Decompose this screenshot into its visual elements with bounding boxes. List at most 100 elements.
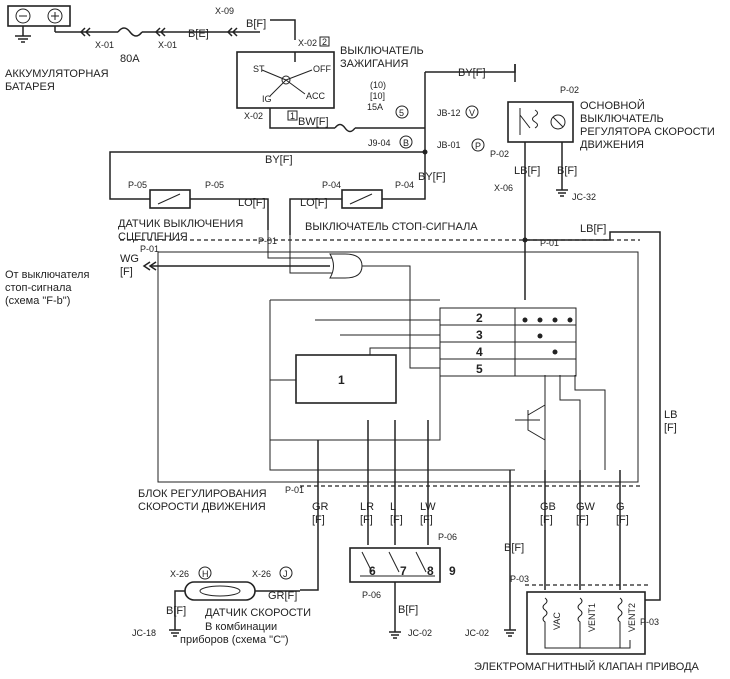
- connector-p04a: P-04: [322, 180, 341, 190]
- wire-gw-f: [F]: [576, 514, 589, 526]
- connector-x06: X-06: [494, 183, 513, 193]
- connector-x09: X-09: [215, 6, 234, 16]
- wire-byf3: BY[F]: [418, 171, 446, 183]
- connector-p01c: P-01: [540, 238, 559, 248]
- wire-g-f: [F]: [616, 514, 629, 526]
- wire-wg-f: [F]: [120, 266, 133, 278]
- unit-row-4: 4: [476, 345, 483, 359]
- ignition-switch: [236, 51, 335, 116]
- wire-bf1: B[F]: [246, 18, 266, 30]
- clutch-sensor: [149, 189, 191, 209]
- connector-jc32: JC-32: [572, 192, 596, 202]
- unit-row-3: 3: [476, 328, 483, 342]
- pos-off: OFF: [313, 64, 331, 74]
- wire-be: B[E]: [188, 28, 209, 40]
- pos-acc: ACC: [306, 91, 326, 101]
- switch-9: 9: [449, 564, 456, 578]
- wire-gb-f: [F]: [540, 514, 553, 526]
- connector-x02b: X-02: [244, 111, 263, 121]
- valve-vent2: VENT2: [627, 603, 637, 632]
- stop-switch: [341, 189, 383, 209]
- wire-l-f: [F]: [390, 514, 403, 526]
- wire-gr-f: [F]: [312, 514, 325, 526]
- switch-8: 8: [427, 564, 434, 578]
- valve-vac: VAC: [552, 612, 562, 630]
- wire-lw: LW: [420, 501, 436, 513]
- switch-6: 6: [369, 564, 376, 578]
- wire-bf-d: B[F]: [166, 605, 186, 617]
- connector-p05a: P-05: [128, 180, 147, 190]
- wire-gw: GW: [576, 501, 596, 513]
- connector-p03a: P-03: [510, 574, 529, 584]
- wire-lb-a: LB[F]: [514, 165, 540, 177]
- unit-row-5: 5: [476, 362, 483, 376]
- wire-byf1: BY[F]: [458, 67, 486, 79]
- wire-lbf2: LB[F]: [580, 223, 606, 235]
- wire-gb: GB: [540, 501, 556, 513]
- connector-p05b: P-05: [205, 180, 224, 190]
- wire-byf2: BY[F]: [265, 154, 293, 166]
- unit-block-1: 1: [338, 373, 345, 387]
- connector-p02a: P-02: [560, 85, 579, 95]
- wire-grf: GR[F]: [268, 590, 297, 602]
- steering-switch-block: [349, 547, 441, 583]
- x02-box-2: 2: [322, 37, 327, 47]
- battery: [7, 5, 260, 43]
- speed-sensor-label: ДАТЧИК СКОРОСТИ: [205, 607, 311, 619]
- wire-wg: WG: [120, 253, 139, 265]
- wire-bwf: BW[F]: [298, 116, 329, 128]
- pos-st: ST: [253, 64, 265, 74]
- connector-j904: J9-04: [368, 138, 391, 148]
- wire-g: G: [616, 501, 625, 513]
- connector-p01d: P-01: [285, 485, 304, 495]
- connector-x02a: X-02: [298, 38, 317, 48]
- connector-jb01: JB-01: [437, 140, 461, 150]
- actuator-valve-label: ЭЛЕКТРОМАГНИТНЫЙ КЛАПАН ПРИВОДА: [474, 660, 700, 673]
- connector-x26a: X-26: [170, 569, 189, 579]
- cruise-main-switch: [507, 101, 574, 143]
- connector-jc18: JC-18: [132, 628, 156, 638]
- wire-lb-vf: [F]: [664, 422, 677, 434]
- unit-row-2: 2: [476, 311, 483, 325]
- connector-jc02b: JC-02: [465, 628, 489, 638]
- connector-p06a: P-06: [438, 532, 457, 542]
- switch-7: 7: [400, 564, 407, 578]
- wire-bf-c: B[F]: [398, 604, 418, 616]
- wire-lw-f: [F]: [420, 514, 433, 526]
- fuse-rating: (10)[10]15A: [367, 80, 386, 112]
- connector-p02b: P-02: [490, 149, 509, 159]
- wire-gr: GR: [312, 501, 329, 513]
- wire-lr: LR: [360, 501, 374, 513]
- circle-h: H: [202, 569, 209, 579]
- wire-lof1: LO[F]: [238, 197, 266, 209]
- wire-lof2: LO[F]: [300, 197, 328, 209]
- circle-v: V: [469, 108, 475, 118]
- circle-p: P: [475, 141, 481, 151]
- connector-x01b: X-01: [158, 40, 177, 50]
- wire-bf-a: B[F]: [557, 165, 577, 177]
- stop-switch-label: ВЫКЛЮЧАТЕЛЬ СТОП-СИГНАЛА: [305, 221, 478, 233]
- speed-sensor: [184, 581, 256, 601]
- wire-bf-b: B[F]: [504, 542, 524, 554]
- valve-vent1: VENT1: [587, 603, 597, 632]
- connector-p03b: P-03: [640, 617, 659, 627]
- circle-b: B: [403, 138, 409, 148]
- connector-p04b: P-04: [395, 180, 414, 190]
- control-unit: [157, 230, 639, 483]
- fuse-80a: 80A: [120, 53, 140, 65]
- connector-x01a: X-01: [95, 40, 114, 50]
- connector-x26b: X-26: [252, 569, 271, 579]
- connector-jc02a: JC-02: [408, 628, 432, 638]
- x02-box-1: 1: [290, 111, 295, 121]
- circle-5: 5: [399, 108, 404, 118]
- pos-ig: IG: [262, 94, 272, 104]
- circle-j: J: [283, 569, 288, 579]
